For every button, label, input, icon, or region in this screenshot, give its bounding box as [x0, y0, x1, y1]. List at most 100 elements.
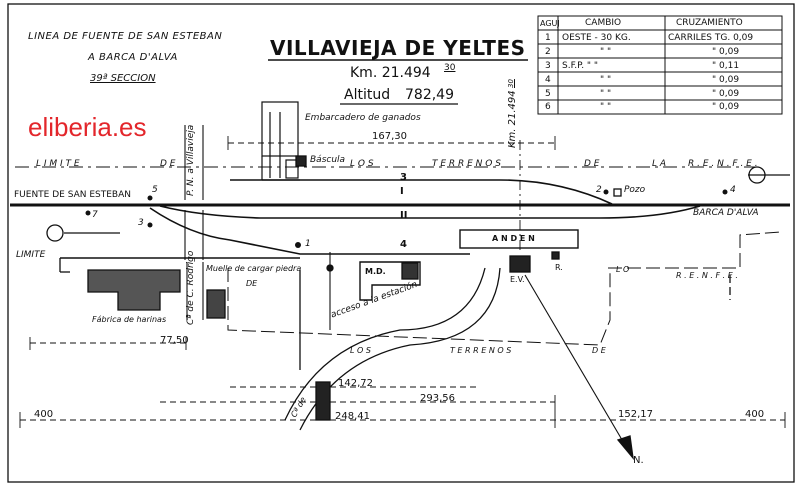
muelle-block [206, 289, 226, 319]
table-row-2-cambio: " " [600, 47, 612, 57]
switch-table-grid [537, 15, 783, 115]
line-title-2: A BARCA D'ALVA [88, 52, 178, 63]
label-ev: E.V. [510, 275, 525, 284]
dim-lines-bottom [19, 337, 786, 428]
dim-167-label: 167,30 [372, 131, 407, 142]
table-row-1-cambio: OESTE - 30 KG. [562, 33, 631, 43]
track-3 [230, 179, 613, 205]
right-boundary-2: R . E . N . F . E . [676, 271, 738, 280]
label-muelle: Muelle de cargar piedra [206, 264, 302, 273]
top-boundary-6: L A [652, 159, 667, 169]
switch-3: 3 [138, 218, 144, 228]
table-row-5-num: 5 [545, 89, 551, 99]
table-row-6-num: 6 [545, 102, 551, 112]
label-limite-left: LIMITE [16, 250, 46, 260]
altitude-value: 782,49 [405, 87, 454, 103]
watermark-text: eliberia.es [28, 112, 147, 142]
top-boundary-3: L O S [350, 159, 374, 169]
label-north: N. [633, 455, 644, 466]
switch-5: 5 [152, 185, 158, 195]
level-crossing-road [184, 125, 204, 320]
top-boundary-7: R . E . N . F . E . [688, 159, 758, 169]
label-anden: A N D E N [492, 234, 535, 243]
label-embarcadero: Embarcadero de ganados [305, 113, 421, 123]
km-label: Km. 21.494 [350, 65, 431, 81]
switch-4: 4 [730, 185, 736, 195]
label-pn: P. N. a Villavieja [186, 124, 196, 196]
table-row-6-cambio: " " [600, 102, 612, 112]
track-1-label: I [400, 186, 404, 197]
switch-7: 7 [92, 210, 98, 220]
dim-29356: 293,56 [420, 393, 455, 404]
table-row-4-cambio: " " [600, 75, 612, 85]
label-md: M.D. [365, 267, 386, 276]
km-sup: 30 [444, 63, 456, 73]
bottom-boundary-line [227, 268, 611, 346]
table-row-1-num: 1 [545, 33, 551, 43]
md-building [359, 261, 421, 301]
table-row-6-cruz: " 0,09 [712, 102, 740, 112]
right-boundary-line [608, 231, 781, 269]
md-hatch [401, 262, 419, 280]
table-row-2-num: 2 [545, 47, 551, 57]
r-marker [551, 251, 560, 260]
sheet-border [7, 3, 795, 483]
flour-factory [87, 269, 181, 311]
km-vertical-sup: 30 [507, 79, 515, 88]
table-head-cambio: CAMBIO [585, 18, 622, 28]
track-3-label: 3 [400, 172, 407, 183]
north-arrow [616, 435, 634, 461]
bottom-boundary-1: L O S [350, 346, 371, 355]
label-fuente: FUENTE DE SAN ESTEBAN [14, 190, 131, 200]
buffer-stop-west [46, 224, 64, 242]
table-row-3-cruz: " 0,11 [712, 61, 740, 71]
table-row-3-num: 3 [545, 61, 551, 71]
km-vertical-label: Km. 21.494 [507, 90, 518, 148]
label-barca: BARCA D'ALVA [693, 208, 759, 218]
switch-2: 2 [596, 185, 602, 195]
pozo-marker [613, 188, 622, 197]
top-boundary-2: D E [160, 159, 176, 169]
dim-7750: 77,50 [160, 335, 189, 346]
top-boundary-1: L I M I T E [36, 159, 80, 169]
line-title-1: LINEA DE FUENTE DE SAN ESTEBAN [28, 31, 223, 42]
table-row-5-cambio: " " [600, 89, 612, 99]
dim-15217: 152,17 [618, 409, 653, 420]
table-row-4-num: 4 [545, 75, 551, 85]
table-row-1-cruz: CARRILES TG. 0,09 [668, 33, 754, 43]
track-4-label: 4 [400, 239, 407, 250]
table-row-2-cruz: " 0,09 [712, 47, 740, 57]
table-head-aguj: AGUJ [540, 19, 560, 28]
switch-1: 1 [305, 239, 311, 249]
label-pozo: Pozo [624, 185, 646, 195]
label-cr: Cª de C. Rodrigo [186, 250, 196, 325]
label-fabrica: Fábrica de harinas [92, 315, 167, 324]
dim-24841: 248,41 [335, 411, 370, 422]
dim-14272: 142,72 [338, 378, 373, 389]
label-de: DE [246, 279, 258, 288]
altitude-label: Altitud [344, 87, 391, 103]
embarcadero-building [261, 101, 300, 181]
dim-400-left: 400 [34, 409, 54, 420]
right-boundary-1: L O [616, 265, 630, 274]
table-row-5-cruz: " 0,09 [712, 89, 740, 99]
bascula-block [295, 155, 307, 167]
track-2 [159, 205, 701, 219]
dim-400-right: 400 [745, 409, 765, 420]
section-title: 39ª SECCION [90, 73, 156, 84]
table-head-cruzamiento: CRUZAMIENTO [676, 18, 743, 28]
table-row-4-cruz: " 0,09 [712, 75, 740, 85]
station-name: VILLAVIEJA DE YELTES [270, 36, 526, 60]
bottom-boundary-3: D E [592, 346, 606, 355]
top-boundary-4: T E R R E N O S [432, 159, 501, 169]
table-row-3-cambio: S.F.P. " " [562, 61, 599, 71]
station-building [509, 255, 531, 273]
bottom-boundary-2: T E R R E N O S [450, 346, 512, 355]
label-r: R. [555, 263, 563, 272]
north-line [524, 274, 629, 451]
track-4 [149, 207, 470, 255]
dim-167 [227, 136, 556, 150]
platform [459, 229, 579, 249]
